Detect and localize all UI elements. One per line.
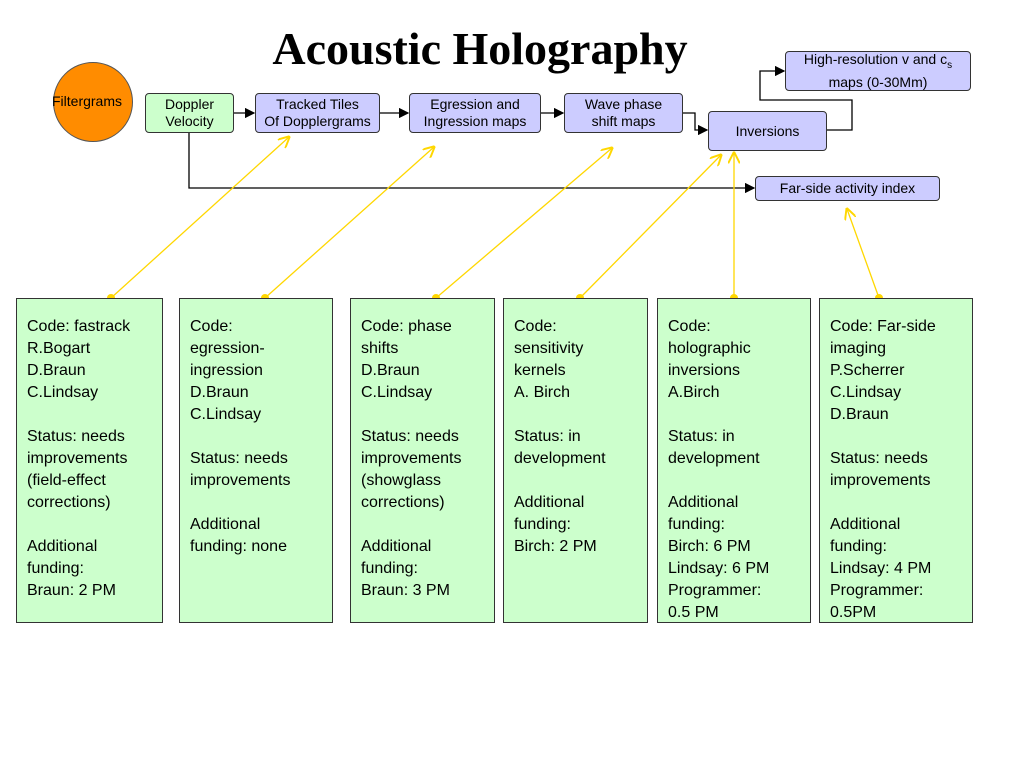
code-box-sensitivity-kernels: Code: sensitivity kernels A. Birch Statu… [503,298,648,623]
code-box-fastrack: Code: fastrack R.Bogart D.Braun C.Lindsa… [16,298,163,623]
filtergrams-node: Filtergrams [52,62,133,142]
high-resolution-maps-node: High-resolution v and cs maps (0-30Mm) [785,51,971,91]
egression-line1: Egression and [430,96,520,112]
code-box-holographic-inversions: Code: holographic inversions A.Birch Sta… [657,298,811,623]
egression-line2: Ingression maps [423,113,527,129]
wave-line1: Wave phase [584,96,663,112]
highres-subscript: s [947,59,953,71]
highres-line1: High-resolution v and c [803,51,948,68]
link-egression [264,147,434,299]
code-box-far-side-imaging: Code: Far-side imaging P.Scherrer C.Lind… [819,298,973,623]
doppler-line2: Velocity [165,113,214,129]
arrow-inversions-to-highres [759,65,853,131]
link-kernels [579,155,721,299]
link-fastrack [110,137,289,299]
inversions-label: Inversions [735,122,800,139]
link-farside [847,209,880,299]
tracked-line2: Of Dopplergrams [264,113,371,129]
wave-line2: shift maps [591,113,656,129]
code-box-phase-shifts: Code: phase shifts D.Braun C.Lindsay Sta… [350,298,495,623]
arrow-wave-to-inversions [683,112,709,136]
tracked-line1: Tracked Tiles [276,96,359,112]
farside-label: Far-side activity index [779,180,916,196]
diagram-title: Acoustic Holography [272,23,688,74]
code-box-egression: Code: egression- ingression D.Braun C.Li… [179,298,333,623]
arrow-doppler-to-farside [188,133,756,194]
link-phase [435,148,612,299]
doppler-line1: Doppler [164,96,215,112]
inversions-node: Inversions [708,111,827,151]
highres-line2: maps (0-30Mm) [828,73,928,90]
filtergrams-label: Filtergrams [52,93,123,109]
far-side-activity-node: Far-side activity index [755,176,940,201]
